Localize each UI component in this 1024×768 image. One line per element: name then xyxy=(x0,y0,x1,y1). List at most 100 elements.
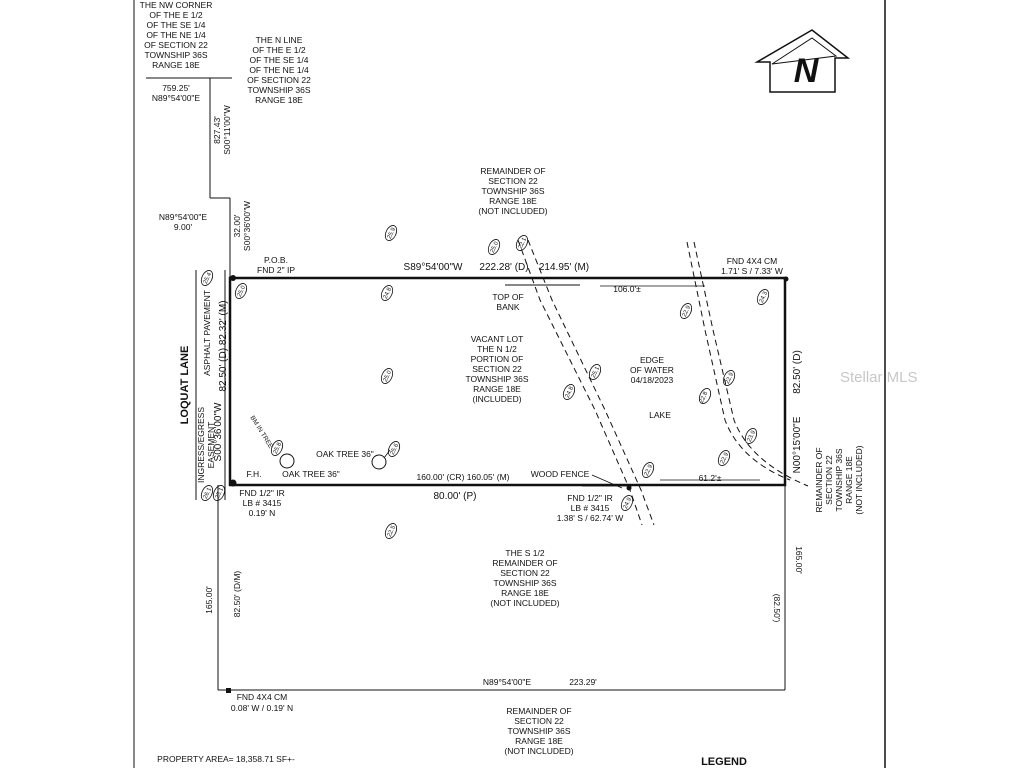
elevation-marker: 22.9 xyxy=(722,370,736,386)
svg-text:VACANT LOT: VACANT LOT xyxy=(471,334,524,344)
of-water-label: OF WATER xyxy=(630,365,674,375)
wood-fence-leader xyxy=(591,474,623,489)
svg-text:RANGE 18E: RANGE 18E xyxy=(489,196,537,206)
bearing-32: S00°36'00"W xyxy=(242,201,252,251)
svg-text:RANGE 18E: RANGE 18E xyxy=(844,456,854,504)
bm-tree-label: BM IN TREE xyxy=(248,415,274,451)
north-dist-d: 222.28' (D) xyxy=(479,262,528,273)
watermark: Stellar MLS xyxy=(840,369,918,386)
svg-text:RANGE 18E: RANGE 18E xyxy=(255,95,303,105)
svg-text:OF THE E 1/2: OF THE E 1/2 xyxy=(252,45,305,55)
property-area: PROPERTY AREA= 18,358.71 SF+- xyxy=(157,754,295,764)
right-165: 165.00' xyxy=(794,546,804,574)
elevation-marker: 24.3 xyxy=(756,289,769,305)
svg-text:OF SECTION 22: OF SECTION 22 xyxy=(247,75,311,85)
left-8250-dm: 82.50' (D/M) xyxy=(232,571,242,618)
svg-text:24.9: 24.9 xyxy=(623,496,634,510)
pob-monument-label: FND 2" IP xyxy=(257,265,295,275)
svg-text:THE S 1/2: THE S 1/2 xyxy=(505,548,544,558)
svg-text:THE N LINE: THE N LINE xyxy=(256,35,303,45)
fnd-sw-lb: LB # 3415 xyxy=(243,498,282,508)
ne-monument-icon xyxy=(783,276,789,282)
south-half-label: THE S 1/2 REMAINDER OF SECTION 22 TOWNSH… xyxy=(490,548,559,608)
bank-label: BANK xyxy=(496,302,519,312)
pob-monument-icon xyxy=(230,275,236,281)
svg-text:25.0: 25.0 xyxy=(237,284,248,298)
elevation-marker: 22.1 xyxy=(515,235,529,251)
elevation-marker: 22.9 xyxy=(641,462,654,478)
svg-text:SECTION 22: SECTION 22 xyxy=(500,568,550,578)
svg-text:24.8: 24.8 xyxy=(383,286,394,300)
elevation-marker: 22.9 xyxy=(679,303,693,319)
north-bearing: S89°54'00"W xyxy=(404,262,463,273)
elevation-marker: 22.8 xyxy=(699,388,712,404)
north-dist-m: 214.95' (M) xyxy=(539,262,589,273)
fnd-sw-offset: 0.19' N xyxy=(249,508,276,518)
bearing-827: S00°11'00"W xyxy=(222,105,232,154)
oak-tree-icon-1 xyxy=(279,453,295,469)
bottom-bearing: N89°54'00"E xyxy=(483,677,532,687)
remainder-south-label: REMAINDER OF SECTION 22 TOWNSHIP 36S RAN… xyxy=(504,706,573,756)
dist-106: 106.0'± xyxy=(613,284,641,294)
svg-text:RANGE 18E: RANGE 18E xyxy=(515,736,563,746)
svg-text:THE NW CORNER: THE NW CORNER xyxy=(140,0,213,10)
elevation-marker: 23.9 xyxy=(744,428,757,444)
edge-water-label: EDGE xyxy=(640,355,664,365)
svg-text:REMAINDER OF: REMAINDER OF xyxy=(506,706,571,716)
svg-text:OF THE NE 1/4: OF THE NE 1/4 xyxy=(146,30,206,40)
top-of-bank-line-1 xyxy=(517,239,643,526)
svg-text:PORTION OF: PORTION OF xyxy=(471,354,524,364)
north-arrow-icon: N xyxy=(754,29,851,93)
dist-827: 827.43' xyxy=(212,116,222,144)
svg-text:22.5: 22.5 xyxy=(387,524,398,538)
dist-32: 32.00' xyxy=(232,214,242,237)
svg-text:22.9: 22.9 xyxy=(682,304,693,318)
svg-text:RANGE 18E: RANGE 18E xyxy=(152,60,200,70)
svg-text:22.1: 22.1 xyxy=(518,236,529,250)
remainder-north-label: REMAINDER OF SECTION 22 TOWNSHIP 36S RAN… xyxy=(478,166,547,216)
oak-tree-icon-2 xyxy=(371,454,387,470)
svg-text:SECTION 22: SECTION 22 xyxy=(488,176,538,186)
n-line-label: THE N LINE OF THE E 1/2 OF THE SE 1/4 OF… xyxy=(247,35,311,105)
edge-of-water-line-2 xyxy=(693,241,809,487)
elevation-marker: 25.1 xyxy=(212,485,225,501)
svg-text:THE N 1/2: THE N 1/2 xyxy=(477,344,517,354)
fnd-se-label: FND 1/2" IR xyxy=(567,493,613,503)
east-bearing: N00°15'00"E xyxy=(792,416,803,473)
elevation-marker: 25.8 xyxy=(270,440,284,456)
svg-text:REMAINDER OF: REMAINDER OF xyxy=(814,447,824,512)
wood-fence-label: WOOD FENCE xyxy=(531,469,590,479)
svg-text:26.1: 26.1 xyxy=(203,486,214,500)
west-dist: 82.50' (D) 82.32' (M) xyxy=(218,300,229,391)
svg-text:22.9: 22.9 xyxy=(725,371,736,385)
bottom-dist: 223.29' xyxy=(569,677,597,687)
vacant-lot-label: VACANT LOT THE N 1/2 PORTION OF SECTION … xyxy=(466,334,529,404)
top-of-bank-line-2 xyxy=(527,239,655,526)
legend-title: LEGEND xyxy=(701,756,747,768)
elevation-marker: 22.5 xyxy=(384,523,398,539)
svg-text:OF THE SE 1/4: OF THE SE 1/4 xyxy=(250,55,309,65)
bearing-top: N89°54'00"E xyxy=(152,93,201,103)
svg-text:22.8: 22.8 xyxy=(699,390,710,404)
dist-61: 61.2'± xyxy=(699,473,722,483)
svg-text:25.8: 25.8 xyxy=(273,441,284,455)
fnd-se-offset: 1.38' S / 62.74' W xyxy=(557,513,624,523)
svg-text:TOWNSHIP 36S: TOWNSHIP 36S xyxy=(482,186,545,196)
svg-text:25.6: 25.6 xyxy=(390,442,401,456)
svg-text:(NOT INCLUDED): (NOT INCLUDED) xyxy=(504,746,573,756)
fnd-se-lb: LB # 3415 xyxy=(571,503,610,513)
svg-text:25.0: 25.0 xyxy=(383,369,394,383)
svg-text:(NOT INCLUDED): (NOT INCLUDED) xyxy=(854,445,864,514)
svg-text:24.8: 24.8 xyxy=(565,385,576,399)
top-of-bank-label: TOP OF xyxy=(492,292,523,302)
fire-hydrant-label: F.H. xyxy=(246,469,261,479)
elevation-marker: 22.9 xyxy=(717,450,730,466)
elevation-marker: 25.1 xyxy=(588,364,601,380)
oak-tree-label-2: OAK TREE 36" xyxy=(282,469,340,479)
svg-text:RANGE 18E: RANGE 18E xyxy=(501,588,549,598)
fire-hydrant-icon xyxy=(229,479,237,487)
loquat-lane-label: LOQUAT LANE xyxy=(179,346,191,425)
oak-tree-label-1: OAK TREE 36" xyxy=(316,449,374,459)
